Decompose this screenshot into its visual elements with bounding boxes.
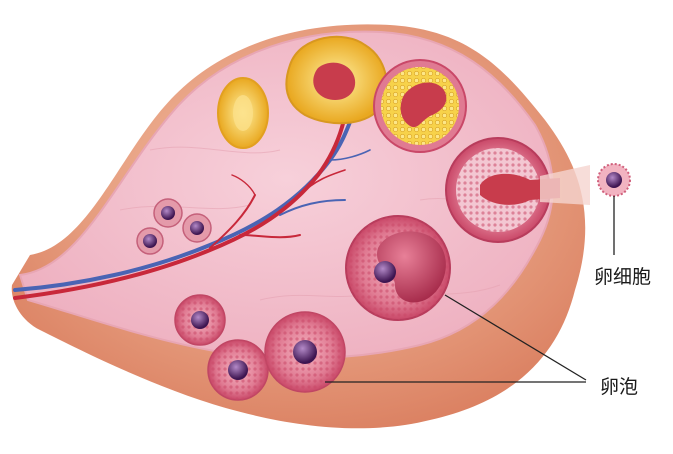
follicle-small <box>154 199 182 227</box>
egg-cell-label: 卵细胞 <box>594 262 651 289</box>
corpus-luteum-small <box>218 78 268 148</box>
egg-cell <box>598 164 630 196</box>
follicle-label: 卵泡 <box>600 372 638 399</box>
follicle-small <box>183 214 211 242</box>
corpus-luteum-large <box>286 37 386 123</box>
follicle-small <box>137 228 163 254</box>
antral-follicle <box>346 216 450 320</box>
growing-follicle <box>265 312 345 392</box>
growing-follicle <box>175 295 225 345</box>
growing-follicle <box>208 340 268 400</box>
corpus-luteum-mature <box>374 60 466 152</box>
